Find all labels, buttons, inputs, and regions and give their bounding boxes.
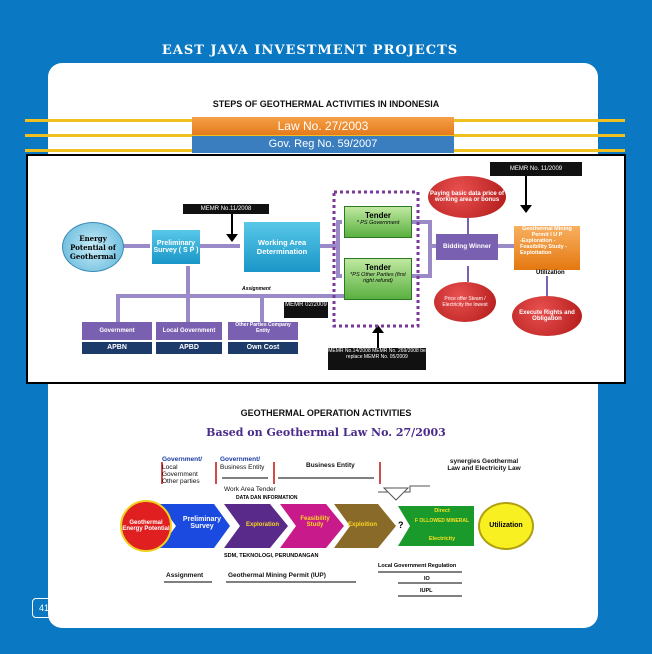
working-area-box: Working Area Determination: [244, 222, 320, 272]
operations-title: GEOTHERMAL OPERATION ACTIVITIES: [240, 408, 412, 418]
energy-potential-globe: Energy Potential of Geothermal: [62, 222, 124, 272]
permit-title: Geothermal Mining Permit I U P: [522, 226, 572, 238]
tender-label: Tender: [364, 211, 392, 220]
question-mark: ?: [398, 520, 404, 530]
direct-label: Direct: [434, 508, 450, 514]
memr-11-2009-label: MEMR No. 11/2009: [490, 162, 582, 176]
government-box: Government: [82, 322, 152, 340]
law-banner: Law No. 27/2003: [192, 117, 454, 135]
memr-11-2008-label: MEMR No.11/2008: [183, 204, 269, 214]
utilization-label: Utilization: [536, 270, 565, 276]
mining-permit-box: Geothermal Mining Permit I U P -Explorat…: [514, 226, 580, 270]
permit-items: -Exploration -Feasibility Study -Exploit…: [520, 238, 568, 256]
page-header: EAST JAVA INVESTMENT PROJECTS: [161, 43, 459, 58]
gov-label-1: Government/: [162, 456, 203, 463]
execute-ellipse: Execute Rights and Obligation: [512, 296, 582, 336]
memr-02-label: MEMR 02/2009: [284, 302, 328, 318]
reg-banner: Gov. Reg No. 59/2007: [192, 136, 454, 153]
gov-sub-1: Local Government Other parties: [162, 464, 200, 485]
tender-sub: * PS Government: [356, 220, 400, 226]
apbn-label: APBN: [82, 342, 152, 354]
feasibility-step: Feasibility Study: [300, 516, 330, 528]
apbd-label: APBD: [156, 342, 222, 354]
assignment-label: Assignment: [242, 286, 271, 292]
data-information-label: DATA DAN INFORMATION: [236, 495, 298, 501]
tender-sub: *PS Other Parties (first right refund): [350, 272, 406, 284]
other-parties-box: Other Parties Company Entity: [228, 322, 298, 340]
business-entity-label: Business Entity: [306, 462, 355, 469]
gov-label-2: Government/: [220, 456, 261, 463]
iupl-label: IUPL: [420, 588, 433, 594]
divider: [25, 134, 625, 137]
operations-subtitle: Based on Geothermal Law No. 27/2003: [206, 426, 446, 439]
work-area-tender-label: Work Area Tender: [224, 486, 276, 493]
paying-ellipse: Paying basic data price of working area …: [428, 176, 506, 218]
steps-title: STEPS OF GEOTHERMAL ACTIVITIES IN INDONE…: [212, 99, 440, 109]
page-number: 41: [32, 598, 56, 618]
sdm-label: SDM, TEKNOLOGI, PERUNDANGAN: [224, 553, 319, 559]
preliminary-survey-step: Preliminary Survey: [182, 516, 222, 530]
memr-list-box: MEMR No.14/2008 MEMR No. 269/2008 be rep…: [328, 348, 426, 370]
local-government-box: Local Government: [156, 322, 222, 340]
electricity-label: Electricity: [428, 536, 456, 542]
energy-potential-circle: Geothermal Energy Potential: [120, 500, 172, 552]
exploitation-step: Exploition: [348, 522, 377, 528]
synergies-label: synergies Geothermal Law and Electricity…: [447, 458, 521, 472]
tender-other-box: Tender *PS Other Parties (first right re…: [344, 258, 412, 300]
bidding-winner-box: Bidding Winner: [436, 234, 498, 260]
iup-label: Geothermal Mining Permit (IUP): [228, 572, 326, 579]
own-cost-label: Own Cost: [228, 342, 298, 354]
price-offer-ellipse: Price offer Steam / Electricity the lowe…: [434, 282, 496, 322]
local-regulation-label: Local Government Regulation: [378, 563, 457, 569]
utilization-circle: Utilization: [478, 502, 534, 550]
tender-label: Tender: [364, 263, 392, 272]
io-label: IO: [424, 576, 430, 582]
followed-mineral-label: F OLLOWED MINERAL: [414, 518, 470, 524]
tender-government-box: Tender * PS Government: [344, 206, 412, 238]
preliminary-survey-box: Preliminary Survey ( S P ): [152, 230, 200, 264]
exploration-step: Exploration: [246, 522, 280, 528]
gov-sub-2: Business Entity: [220, 464, 265, 471]
assignment-label: Assignment: [166, 572, 204, 579]
